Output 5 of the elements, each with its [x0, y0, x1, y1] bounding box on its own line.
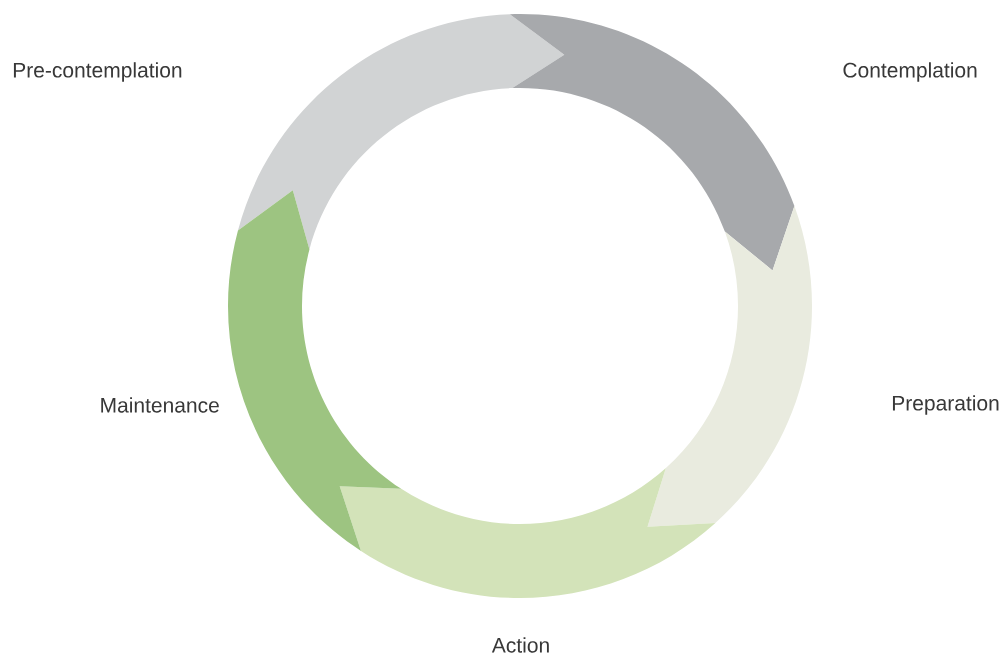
node-label: Contemplation	[843, 62, 977, 82]
node-label: Action	[491, 637, 549, 653]
node-label: Preparation	[892, 395, 999, 415]
node-label: Maintenance	[101, 397, 219, 413]
node-label: Pre-contemplation	[13, 62, 182, 82]
